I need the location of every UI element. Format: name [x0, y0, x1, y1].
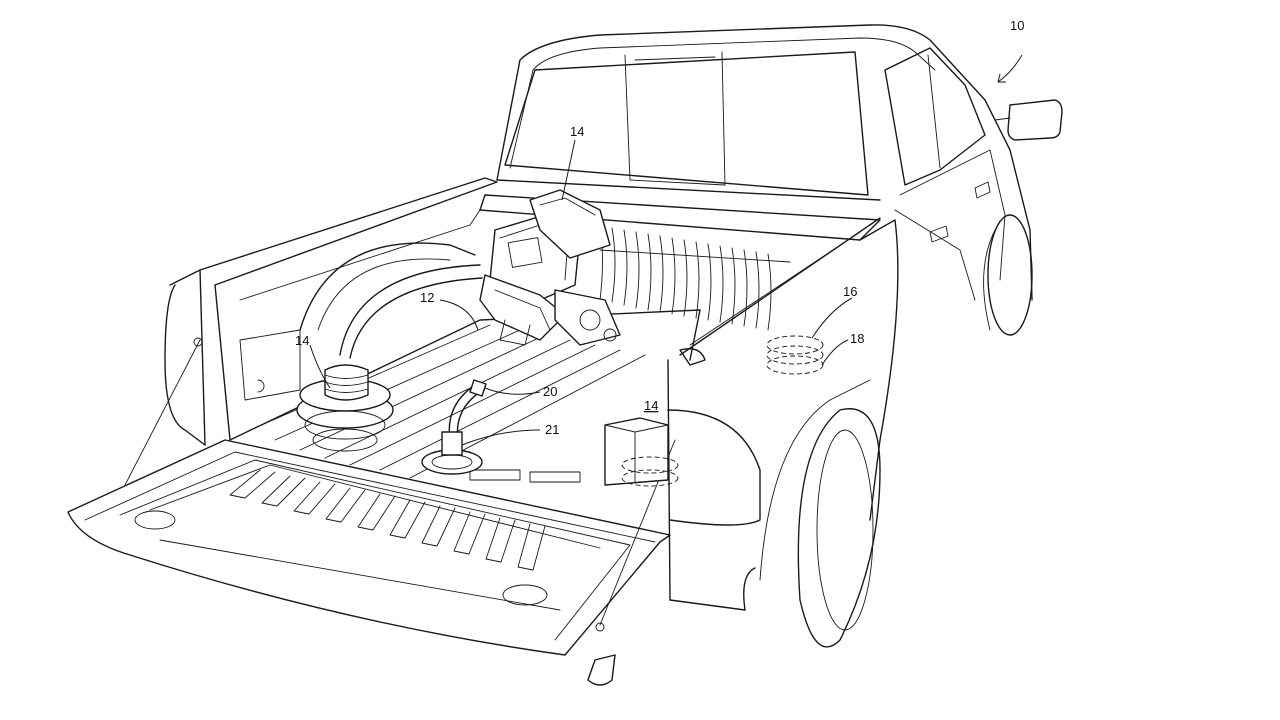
side-window: [884, 47, 986, 186]
label-socket: 21: [545, 422, 559, 437]
curved-arrow-icon: [997, 54, 1023, 83]
engine-generator-unit: [479, 189, 621, 346]
support-cable-left: [124, 339, 201, 486]
truck-cab: [496, 24, 1063, 336]
storage-box-right: [604, 417, 679, 487]
bed-rail-cap: [679, 348, 706, 366]
leader-lines: [309, 54, 1023, 446]
reference-numerals: 10 14 12 14 20 21 14 16 18: [295, 18, 1024, 437]
spool-unit-left: [296, 364, 394, 452]
rear-wheel: [797, 408, 881, 648]
label-component-cab: 14: [570, 124, 584, 139]
hose: [339, 264, 483, 359]
door-handle-front: [974, 181, 991, 199]
label-connector: 20: [543, 384, 557, 399]
tail-light-right: [667, 409, 761, 526]
label-component-left: 14: [295, 333, 309, 348]
label-receiver-lower: 18: [850, 331, 864, 346]
door-handle: [929, 225, 949, 243]
rear-window: [504, 51, 869, 196]
receiver-coils: [766, 335, 824, 375]
front-wheel: [987, 214, 1033, 336]
hitch: [587, 654, 616, 686]
label-component-right: 14: [644, 398, 658, 413]
tailgate: [67, 337, 676, 686]
side-mirror: [1007, 99, 1063, 141]
label-hose: 12: [420, 290, 434, 305]
label-vehicle: 10: [1010, 18, 1024, 33]
left-wheel-well: [299, 242, 476, 331]
tie-down-hook-left: [257, 379, 265, 393]
tail-light-left: [164, 284, 206, 446]
label-receiver: 16: [843, 284, 857, 299]
floor-socket: [421, 431, 483, 475]
